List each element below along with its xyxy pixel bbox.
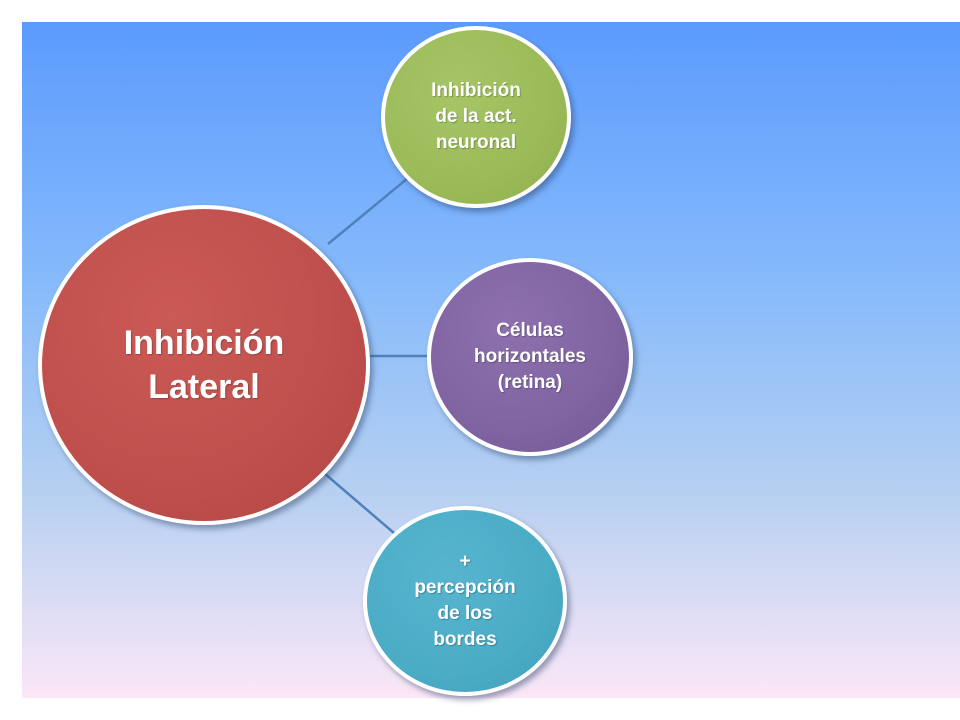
child-node-label: Células horizontales (retina) [474,320,586,393]
child-node-horizontal-cells: Células horizontales (retina) [427,258,633,456]
connector-to-child-3 [323,472,395,534]
child-node-edge-perception: + percepción de los bordes [363,506,567,696]
central-node: Inhibición Lateral [38,205,370,525]
connector-to-child-1 [327,177,409,245]
child-node-label: + percepción de los bordes [414,551,516,650]
child-node-neuronal-inhibition: Inhibición de la act. neuronal [381,26,571,208]
central-node-label: Inhibición Lateral [123,324,285,406]
child-node-label: Inhibición de la act. neuronal [431,80,521,153]
